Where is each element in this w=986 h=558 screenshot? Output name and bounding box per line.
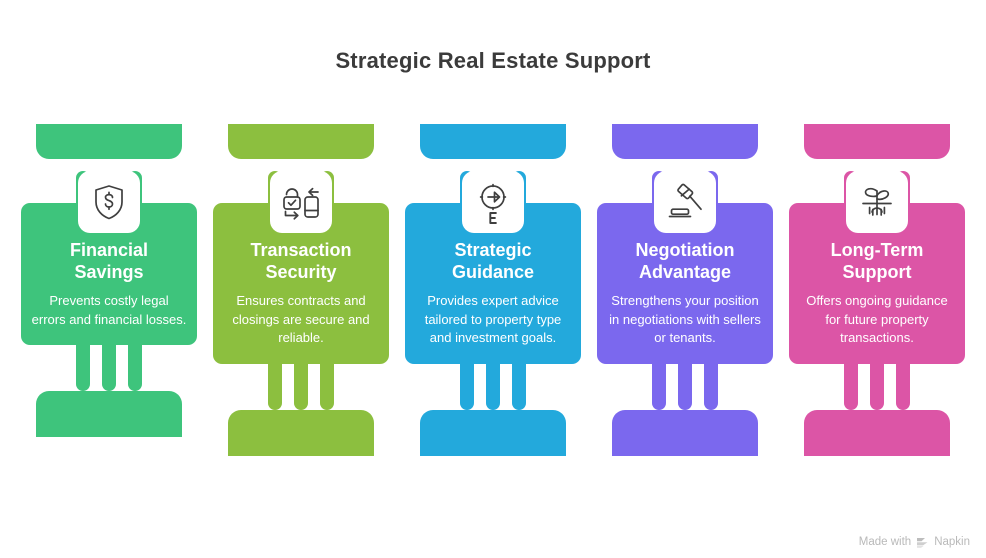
column-bottom-cap — [36, 391, 182, 438]
column-top-cap — [36, 124, 182, 159]
card-title: Long-Term Support — [830, 240, 924, 283]
column-top-cap — [804, 124, 950, 159]
card-description: Prevents costly legal errors and financi… — [31, 293, 187, 327]
stripe — [870, 363, 884, 410]
card-description: Ensures contracts and closings are secur… — [232, 293, 370, 346]
watermark-brand-label: Napkin — [934, 536, 970, 548]
column-top-cap — [228, 124, 374, 159]
stripe — [704, 363, 718, 410]
compass-east-icon — [462, 171, 524, 233]
column-bottom-cap — [228, 409, 374, 456]
column-lower-stripes — [460, 363, 526, 410]
stripe — [128, 345, 142, 392]
napkin-logo-icon — [916, 537, 929, 548]
watermark-made-with-label: Made with — [858, 536, 912, 548]
seedling-roots-icon — [846, 171, 908, 233]
card-title: Strategic Guidance — [451, 240, 535, 283]
card-title: Financial Savings — [69, 240, 149, 283]
column-bottom-cap — [804, 409, 950, 456]
stripe — [76, 345, 90, 392]
stripe — [678, 363, 692, 410]
card-description: Provides expert advice tailored to prope… — [424, 293, 562, 346]
watermark: Made with Napkin — [859, 536, 970, 548]
column-lower-stripes — [268, 363, 334, 410]
stripe — [844, 363, 858, 410]
card-title: Transaction Security — [250, 240, 352, 283]
card-description: Offers ongoing guidance for future prope… — [806, 293, 948, 346]
stripe — [102, 345, 116, 392]
column-lower-stripes — [652, 363, 718, 410]
card-description: Strengthens your position in negotiation… — [609, 293, 761, 346]
stripe — [460, 363, 474, 410]
lock-check-device-icon — [270, 171, 332, 233]
card-title: Negotiation Advantage — [635, 240, 735, 283]
column-top-cap — [612, 124, 758, 159]
stripe — [320, 363, 334, 410]
column-lower-stripes — [76, 345, 142, 392]
stripe — [294, 363, 308, 410]
column-top-cap — [420, 124, 566, 159]
stripe — [486, 363, 500, 410]
stripe — [896, 363, 910, 410]
column-bottom-cap — [612, 409, 758, 456]
stripe — [512, 363, 526, 410]
gavel-icon — [654, 171, 716, 233]
column-lower-stripes — [844, 363, 910, 410]
stripe — [652, 363, 666, 410]
stripe — [268, 363, 282, 410]
page-title: Strategic Real Estate Support — [335, 48, 651, 73]
column-bottom-cap — [420, 409, 566, 456]
shield-dollar-icon — [78, 171, 140, 233]
